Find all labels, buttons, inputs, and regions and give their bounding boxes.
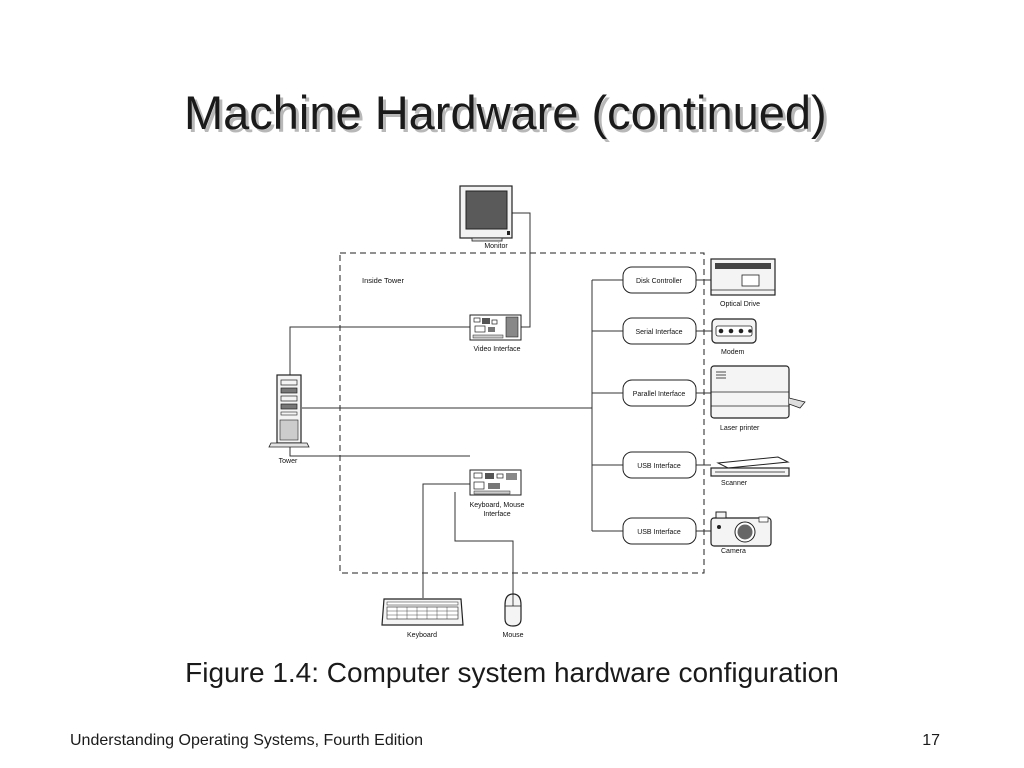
parallel-interface-label: Parallel Interface [633,391,686,398]
mouse-label: Mouse [502,632,523,639]
scanner-label: Scanner [721,480,748,487]
usb-interface-camera-box: USB Interface [622,517,697,545]
serial-interface-box: Serial Interface [622,317,697,345]
camera-label: Camera [721,548,746,555]
scanner-icon [710,456,790,477]
serial-interface-label: Serial Interface [635,329,682,336]
inside-tower-label: Inside Tower [362,276,404,285]
video-card-icon [469,314,522,341]
monitor-icon [459,185,513,242]
tower-to-kbd-interface-line [289,444,470,457]
disk-controller-label: Disk Controller [636,278,683,285]
laser-printer-icon [710,365,806,419]
kbd-interface-to-mouse-line [454,492,514,595]
tower-icon [268,374,310,448]
usb-interface-camera-label: USB Interface [637,529,681,536]
kbd-interface-to-keyboard-line [422,483,470,598]
keyboard-mouse-card-icon [469,469,522,496]
footer-book-title: Understanding Operating Systems, Fourth … [70,732,424,749]
tower-to-video-line [289,326,470,375]
inside-tower-boundary [339,252,705,574]
laser-printer-label: Laser printer [720,425,760,432]
monitor-label: Monitor [484,243,508,250]
optical-drive-icon [710,258,776,296]
slide-title: Machine Hardware (continued) [184,86,827,139]
tower-label: Tower [279,458,298,465]
disk-controller-box: Disk Controller [622,266,697,294]
camera-icon [710,511,772,547]
modem-label: Modem [721,349,745,356]
optical-drive-label: Optical Drive [720,301,760,308]
modem-icon [711,318,757,344]
keyboard-icon [381,598,464,626]
keyboard-label: Keyboard [407,632,437,639]
mouse-icon [504,593,522,627]
page-number: 17 [922,732,940,749]
parallel-interface-box: Parallel Interface [622,379,697,407]
video-interface-label: Video Interface [474,346,521,353]
monitor-to-video-line [512,212,531,328]
keyboard-mouse-interface-label-line2: Interface [483,511,510,518]
figure-caption: Figure 1.4: Computer system hardware con… [185,657,839,688]
keyboard-mouse-interface-label-line1: Keyboard, Mouse [470,502,525,509]
connection-lines [289,212,712,598]
usb-interface-scanner-box: USB Interface [622,451,697,479]
usb-interface-scanner-label: USB Interface [637,463,681,470]
